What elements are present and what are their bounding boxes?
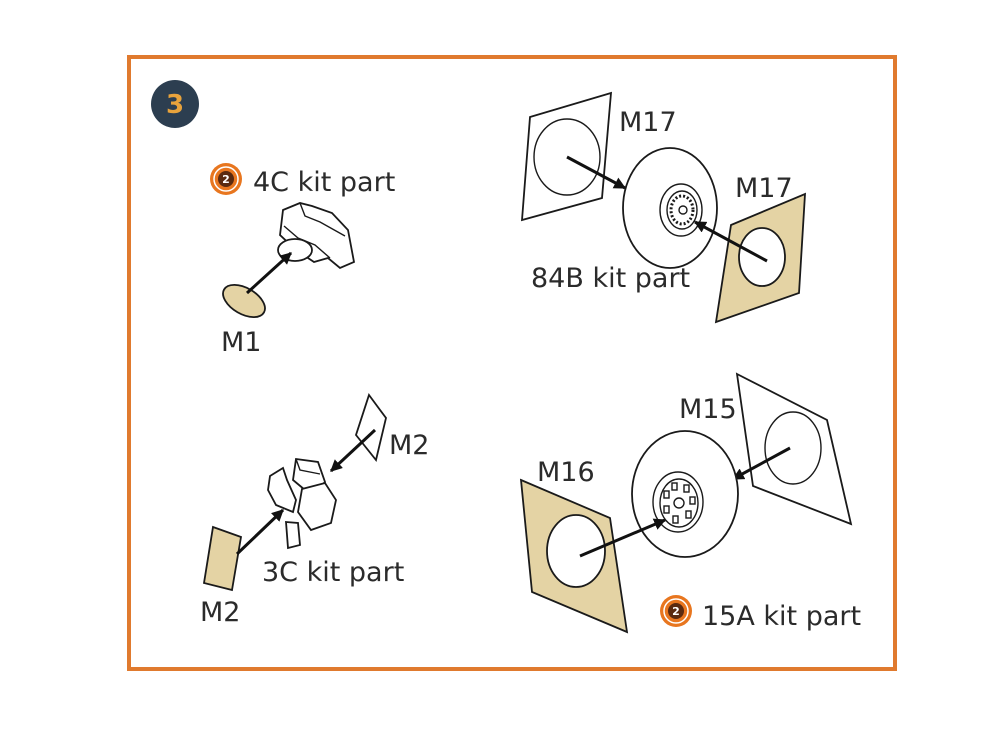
arrow-m17-back: [566, 155, 627, 190]
part-4c: [277, 202, 356, 270]
mask-m16-hole: [546, 514, 606, 588]
mask-m1: [222, 284, 266, 318]
arrow-m1: [245, 251, 293, 295]
paper-m15: [735, 372, 853, 526]
label-m17-top: M17: [619, 107, 677, 138]
wheel-15a: [631, 430, 739, 558]
label-m16: M16: [537, 457, 595, 488]
label-3c-kit-part: 3C kit part: [262, 557, 404, 588]
mask-m2-bottom: [202, 525, 243, 592]
label-m17-right: M17: [735, 173, 793, 204]
label-15a-kit-part: 15A kit part: [702, 601, 861, 632]
arrow-m15: [731, 446, 791, 481]
label-m2-bottom: M2: [200, 597, 240, 628]
label-m1: M1: [221, 327, 261, 358]
reference-icon-15a: 2: [660, 595, 692, 627]
wheel-84b: [622, 147, 718, 269]
label-4c-kit-part: 4C kit part: [253, 167, 395, 198]
reference-icon-number: 2: [222, 173, 230, 186]
reference-icon-4c: 2: [210, 163, 242, 195]
step-frame: [127, 55, 897, 671]
arrow-m2-bottom: [235, 508, 285, 556]
paper-m2-top: [354, 393, 387, 463]
arrow-m17-front: [693, 220, 768, 263]
label-m2-top: M2: [389, 430, 429, 461]
paper-m17-back-hole: [533, 118, 601, 196]
label-84b-kit-part: 84B kit part: [531, 263, 690, 294]
step-number: 3: [166, 90, 184, 120]
arrow-m2-top: [329, 428, 377, 473]
step-badge: 3: [151, 80, 199, 128]
paper-m17-back: [521, 91, 613, 222]
reference-icon-number: 2: [672, 605, 680, 618]
paper-m15-hole: [764, 411, 822, 485]
arrow-m16: [579, 518, 667, 558]
part-3c: [267, 457, 337, 550]
label-m15: M15: [679, 394, 737, 425]
